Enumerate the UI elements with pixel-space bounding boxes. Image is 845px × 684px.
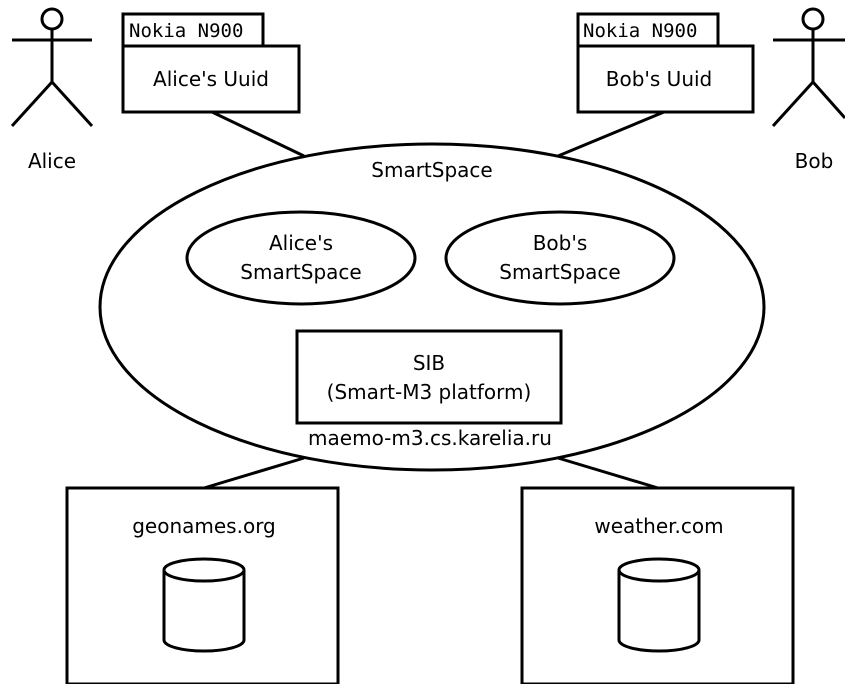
sib-title: SIB xyxy=(413,351,445,375)
geonames-database-icon xyxy=(162,557,246,653)
bob-name: Bob xyxy=(795,149,834,173)
alice-smartspace-ellipse xyxy=(185,210,417,306)
alice-smartspace-line1: Alice's xyxy=(269,231,333,255)
bob-smartspace: Bob's SmartSpace xyxy=(444,210,676,306)
smartspace-host: maemo-m3.cs.karelia.ru xyxy=(308,426,552,450)
bob-actor: Bob xyxy=(771,7,845,173)
bob-device-tag: Nokia N900 xyxy=(583,20,697,42)
alice-device: Nokia N900 Alice's Uuid xyxy=(121,12,301,114)
bob-stick-figure-icon xyxy=(771,7,845,128)
bob-device-tag-box xyxy=(576,12,720,48)
weather-service: weather.com xyxy=(520,486,795,684)
bob-device: Nokia N900 Bob's Uuid xyxy=(576,12,755,114)
sib-subtitle: (Smart-M3 platform) xyxy=(327,380,532,404)
bob-device-connector xyxy=(557,110,665,158)
weather-connector xyxy=(557,456,659,490)
smartspace: SmartSpace Alice's SmartSpace Bob's Smar… xyxy=(98,142,766,472)
alice-name: Alice xyxy=(28,149,76,173)
smartspace-title: SmartSpace xyxy=(371,158,492,182)
alice-device-tag-box xyxy=(121,12,265,48)
bob-smartspace-line2: SmartSpace xyxy=(499,260,620,284)
alice-actor: Alice xyxy=(10,7,94,173)
geonames-connector xyxy=(203,456,305,490)
weather-label: weather.com xyxy=(594,514,723,538)
weather-database-icon xyxy=(617,557,701,653)
alice-stick-figure-icon xyxy=(10,7,94,128)
sib-box xyxy=(295,329,563,425)
bob-smartspace-line1: Bob's xyxy=(533,231,588,255)
bob-smartspace-ellipse xyxy=(444,210,676,306)
geonames-label: geonames.org xyxy=(132,514,276,538)
alice-smartspace-line2: SmartSpace xyxy=(240,260,361,284)
sib: SIB (Smart-M3 platform) xyxy=(295,329,563,425)
bob-device-label: Bob's Uuid xyxy=(606,67,713,91)
alice-device-connector xyxy=(211,110,305,158)
geonames-service: geonames.org xyxy=(65,486,340,684)
alice-device-box xyxy=(121,44,301,114)
alice-device-label: Alice's Uuid xyxy=(153,67,269,91)
alice-device-tag: Nokia N900 xyxy=(129,20,243,42)
alice-smartspace: Alice's SmartSpace xyxy=(185,210,417,306)
